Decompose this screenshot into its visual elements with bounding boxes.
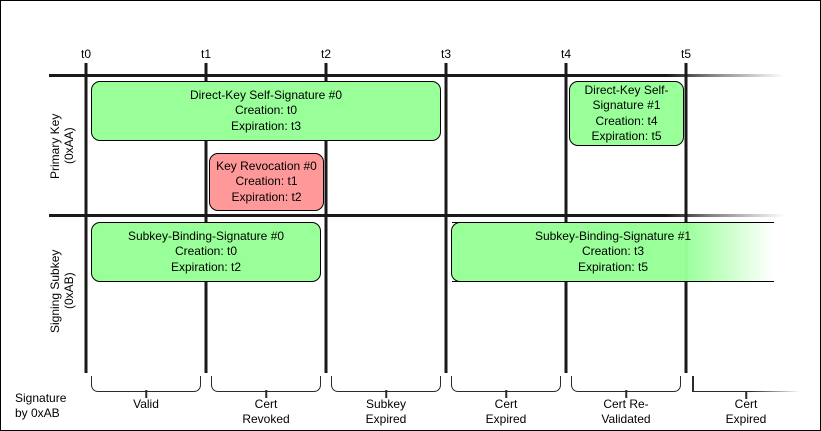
time-line-t2 [324, 63, 328, 373]
signature-box-direct-key-self-signature-0: Direct-Key Self-Signature #0 Creation: t… [91, 81, 441, 141]
signature-box-subkey-binding-signature-0: Subkey-Binding-Signature #0 Creation: t0… [91, 222, 321, 282]
signature-title: Key Revocation #0 [216, 158, 317, 173]
signature-expiration: Expiration: t3 [230, 118, 302, 133]
footer-caption-signature-by: Signature by 0xAB [15, 391, 67, 420]
bracket-label-period-cert-expired-2: Cert Expired [725, 397, 767, 426]
signature-box-direct-key-self-signature-1: Direct-Key Self- Signature #1 Creation: … [569, 81, 684, 146]
lane-label-primary-key: Primary Key (0xAA) [48, 113, 76, 179]
bracket-label-period-cert-revoked: Cert Revoked [242, 397, 290, 426]
lane-label-signing-subkey: Signing Subkey (0xAB) [48, 249, 76, 333]
bracket-period-cert-revalidated [571, 376, 681, 392]
time-tick-t4: t4 [560, 47, 572, 61]
time-tick-t1: t1 [200, 47, 212, 61]
signature-title: Direct-Key Self-Signature #0 [189, 87, 343, 102]
signature-expiration: Expiration: t2 [170, 259, 242, 274]
signature-title: Subkey-Binding-Signature #0 [127, 228, 285, 243]
lane-separator-middle [49, 214, 784, 217]
bracket-period-cert-revoked [211, 376, 321, 392]
bracket-label-period-valid: Valid [133, 397, 159, 411]
signature-creation: Creation: t3 [581, 244, 645, 259]
bracket-period-subkey-expired [331, 376, 441, 392]
bracket-period-valid [91, 376, 201, 392]
signature-box-key-revocation-0: Key Revocation #0 Creation: t1 Expiratio… [209, 153, 324, 211]
time-line-t5 [684, 63, 688, 373]
time-tick-t2: t2 [320, 47, 332, 61]
time-line-t1 [204, 63, 208, 373]
signature-expiration: Expiration: t5 [577, 259, 649, 274]
bracket-period-cert-expired-2 [691, 376, 801, 392]
signature-expiration: Expiration: t5 [591, 128, 662, 143]
signature-title: Direct-Key Self- Signature #1 [584, 82, 669, 113]
bracket-label-period-cert-revalidated: Cert Re- Validated [601, 397, 651, 426]
time-tick-t3: t3 [440, 47, 452, 61]
bracket-period-cert-expired-1 [451, 376, 561, 392]
signature-creation: Creation: t0 [174, 244, 238, 259]
signature-creation: Creation: t1 [235, 174, 298, 189]
lane-separator-top [49, 74, 784, 77]
signature-creation: Creation: t4 [595, 113, 658, 128]
bracket-label-period-cert-expired-1: Cert Expired [485, 397, 527, 426]
time-line-t0 [84, 63, 88, 373]
time-tick-t0: t0 [80, 47, 92, 61]
time-line-t4 [564, 63, 568, 373]
signature-creation: Creation: t0 [234, 103, 298, 118]
signature-title: Subkey-Binding-Signature #1 [534, 228, 692, 243]
time-tick-t5: t5 [680, 47, 692, 61]
time-line-t3 [444, 63, 448, 373]
signature-expiration: Expiration: t2 [231, 189, 302, 204]
signature-box-subkey-binding-signature-1: Subkey-Binding-Signature #1 Creation: t3… [451, 222, 774, 282]
bracket-label-period-subkey-expired: Subkey Expired [365, 397, 407, 426]
